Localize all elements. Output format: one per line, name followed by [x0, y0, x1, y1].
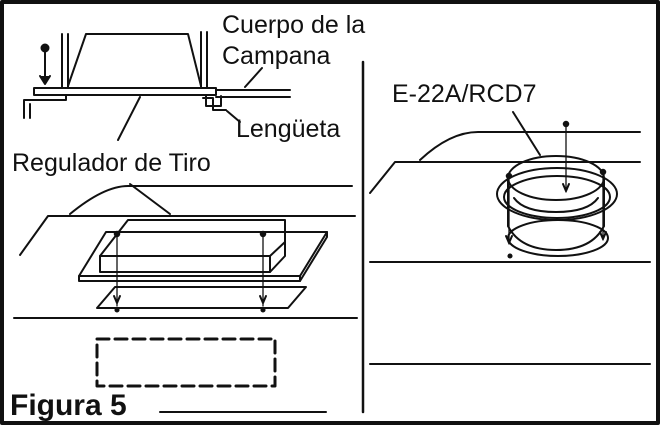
damper-leader — [129, 183, 171, 215]
hood-top-surface-right — [369, 131, 641, 194]
tab-label: Lengüeta — [236, 115, 341, 143]
figure-caption: Figura 5 — [10, 389, 127, 422]
screw-icon — [505, 120, 607, 259]
hood-body-label-line2: Campana — [222, 42, 331, 70]
model-leader — [512, 111, 541, 156]
hood-body-label-line1: Cuerpo de la — [222, 11, 366, 39]
damper-perspective — [78, 219, 328, 309]
damper-label: Regulador de Tiro — [12, 149, 211, 177]
damper-cross-section — [23, 31, 291, 141]
cutout-dashed-rect — [95, 337, 277, 388]
hood-top-surface-left — [19, 185, 356, 256]
screw-icon — [113, 230, 267, 313]
round-duct-connector — [496, 125, 618, 257]
model-label: E-22A/RCD7 — [392, 80, 537, 108]
screw-icon — [39, 43, 51, 85]
